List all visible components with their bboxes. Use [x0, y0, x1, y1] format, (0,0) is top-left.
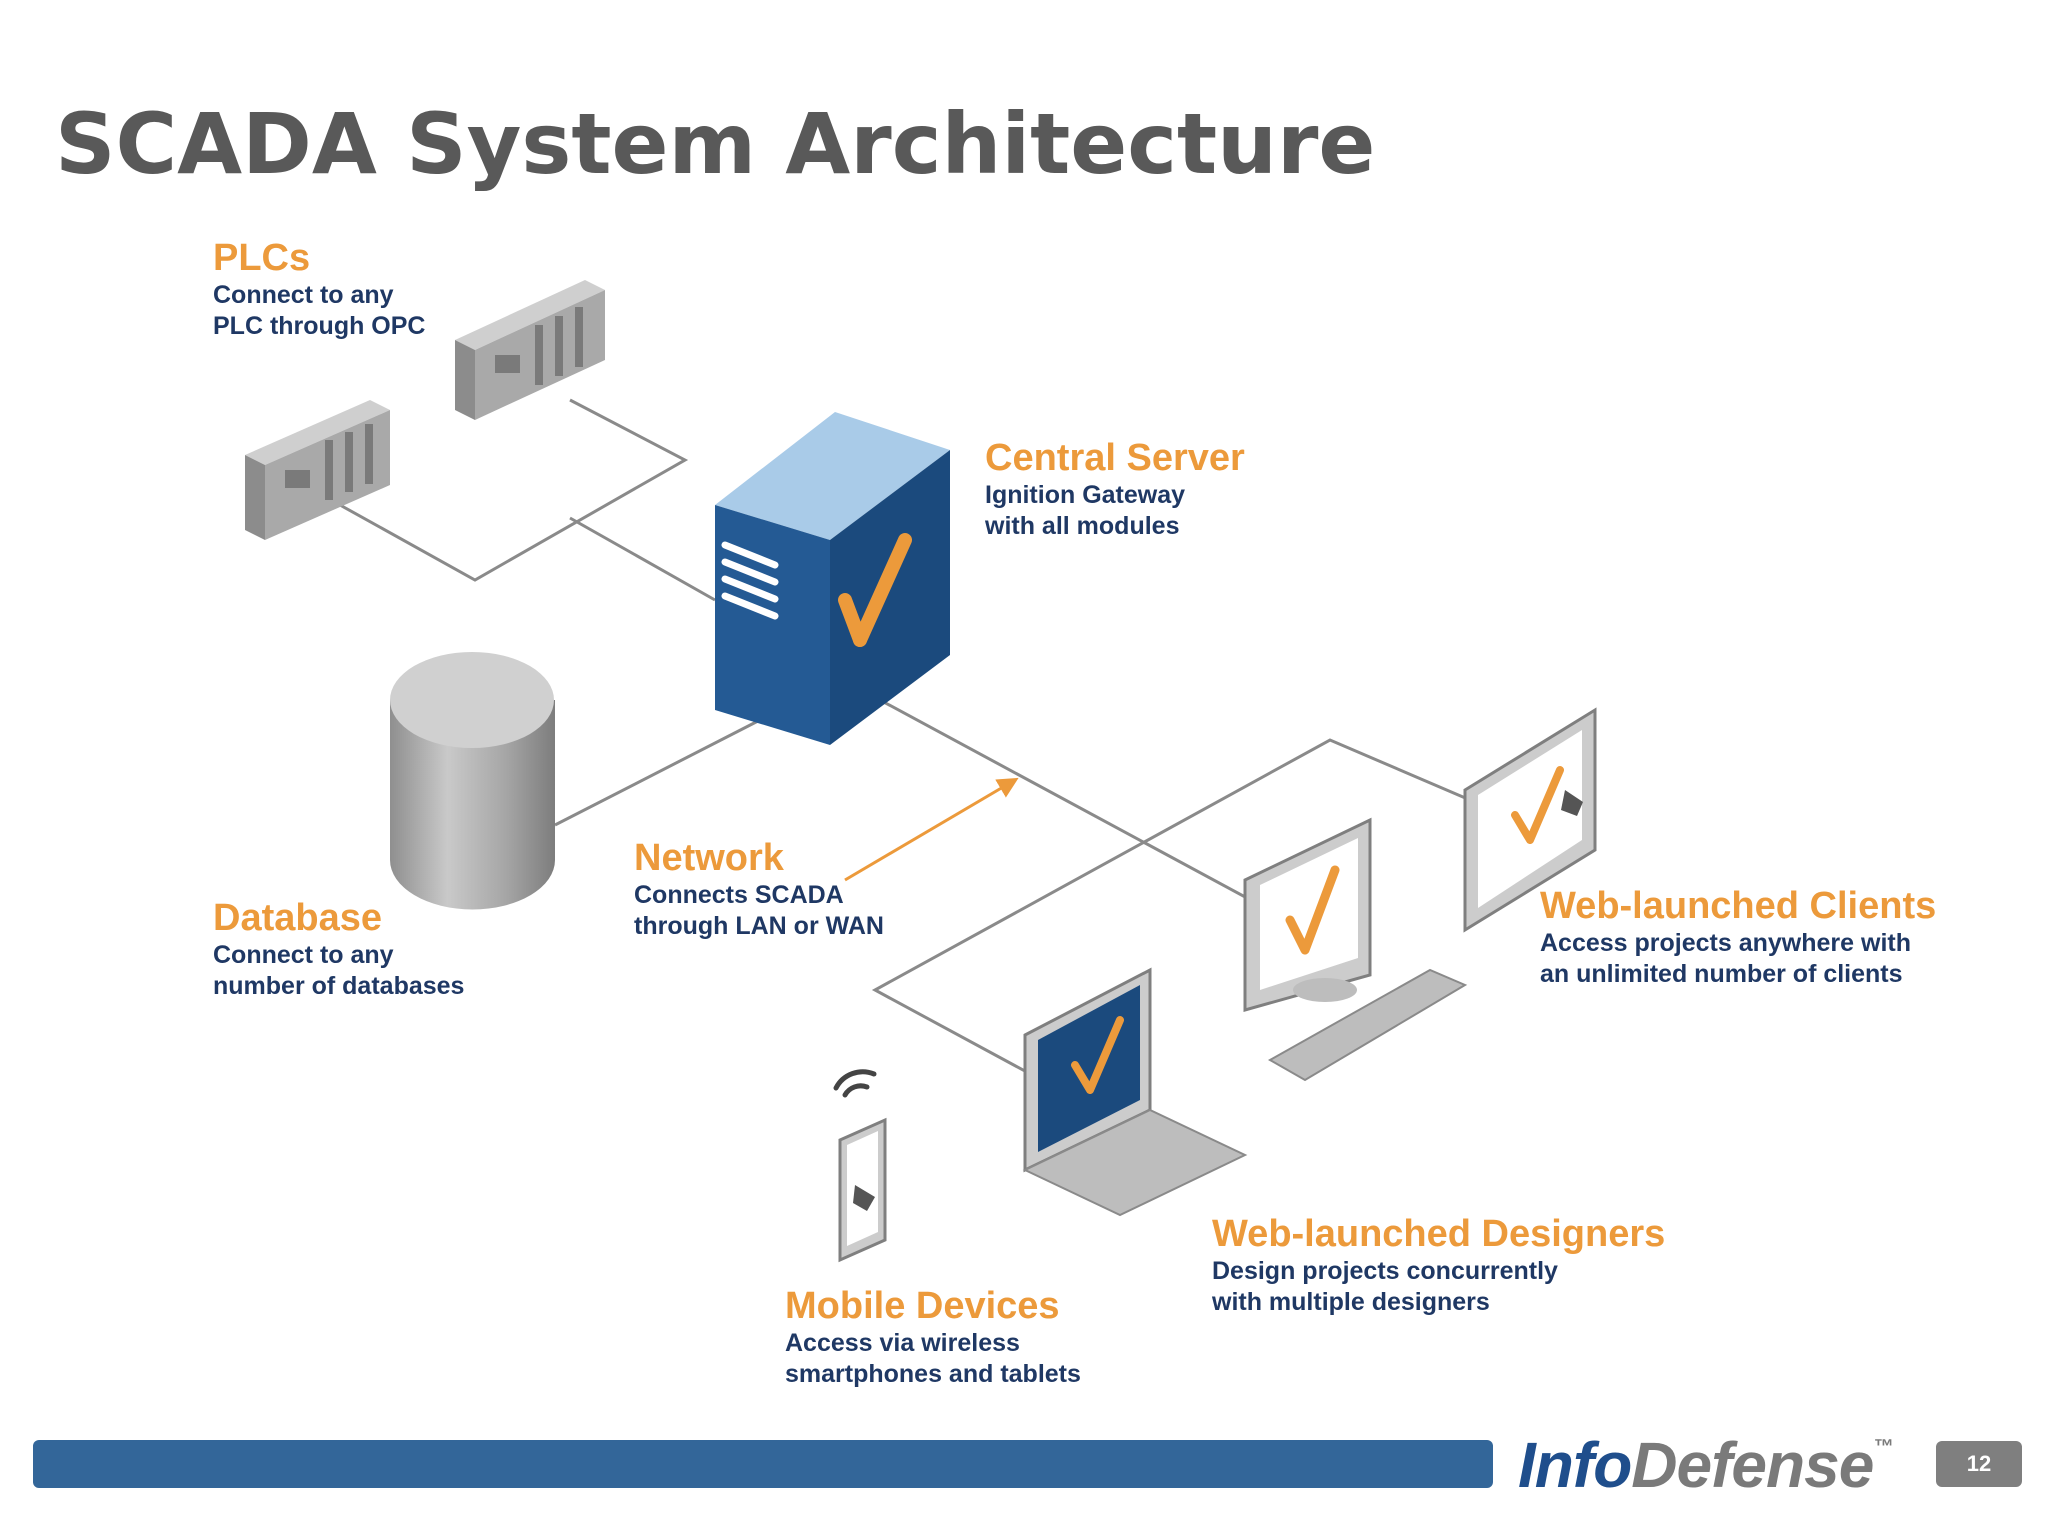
- central-server-line1: Ignition Gateway: [985, 481, 1186, 509]
- plcs-line2: PLC through OPC: [213, 312, 426, 340]
- web-clients-line2: an unlimited number of clients: [1540, 960, 1903, 988]
- network-label: Network Connects SCADA through LAN or WA…: [634, 836, 884, 942]
- brand-trademark: ™: [1873, 1436, 1893, 1458]
- plc-server-line: [569, 516, 716, 602]
- touch-screen-icon: [1463, 707, 1597, 933]
- desktop-monitor-icon: [1243, 817, 1372, 1012]
- brand-logo: InfoDefense™: [1518, 1428, 1893, 1502]
- brand-name-part1: Info: [1518, 1429, 1632, 1501]
- plcs-heading: PLCs: [213, 237, 311, 279]
- laptop-icon: [1022, 967, 1248, 1217]
- web-clients-label: Web-launched Clients Access projects any…: [1540, 884, 1936, 990]
- plc-icon: [455, 280, 605, 420]
- database-server-line: [554, 718, 761, 827]
- central-server-label: Central Server Ignition Gateway with all…: [985, 436, 1245, 542]
- database-heading: Database: [213, 897, 382, 939]
- hand-pointer-icon: [1561, 790, 1583, 816]
- plcs-label: PLCs Connect to any PLC through OPC: [213, 236, 425, 342]
- ignition-logo-icon: [853, 533, 912, 647]
- central-server-heading: Central Server: [985, 437, 1245, 479]
- network-heading: Network: [634, 837, 784, 879]
- web-designers-heading: Web-launched Designers: [1212, 1213, 1666, 1255]
- network-lines: [339, 398, 1471, 1092]
- network-line2: through LAN or WAN: [634, 912, 884, 940]
- web-clients-line1: Access projects anywhere with: [1540, 929, 1911, 957]
- mobile-devices-line1: Access via wireless: [785, 1329, 1020, 1357]
- web-designers-label: Web-launched Designers Design projects c…: [1212, 1212, 1665, 1318]
- database-icon: [390, 652, 555, 910]
- mobile-devices-heading: Mobile Devices: [785, 1285, 1060, 1327]
- client-line: [871, 738, 1471, 1092]
- keyboard-icon: [1267, 968, 1468, 1082]
- server-icon: [715, 412, 950, 745]
- page-number: 12: [1936, 1441, 2022, 1487]
- web-designers-line2: with multiple designers: [1212, 1288, 1490, 1316]
- footer-bar: [33, 1440, 1493, 1488]
- plcs-line1: Connect to any: [213, 281, 394, 309]
- mobile-devices-line2: smartphones and tablets: [785, 1360, 1081, 1388]
- mobile-device-icon: [833, 1069, 887, 1263]
- database-line2: number of databases: [213, 972, 465, 1000]
- web-designers-line1: Design projects concurrently: [1212, 1257, 1558, 1285]
- database-label: Database Connect to any number of databa…: [213, 896, 464, 1002]
- central-server-line2: with all modules: [985, 512, 1180, 540]
- wifi-icon: [833, 1069, 877, 1098]
- database-line1: Connect to any: [213, 941, 394, 969]
- web-clients-heading: Web-launched Clients: [1540, 885, 1937, 927]
- mobile-devices-label: Mobile Devices Access via wireless smart…: [785, 1284, 1081, 1390]
- network-arrow-icon: [844, 777, 1019, 882]
- plc-link-line: [339, 398, 689, 582]
- server-backbone-line: [879, 698, 1261, 907]
- brand-name-part2: Defense: [1631, 1429, 1874, 1501]
- plc-icon: [245, 400, 390, 540]
- slide-title: SCADA System Architecture: [55, 95, 1376, 193]
- network-line1: Connects SCADA: [634, 881, 844, 909]
